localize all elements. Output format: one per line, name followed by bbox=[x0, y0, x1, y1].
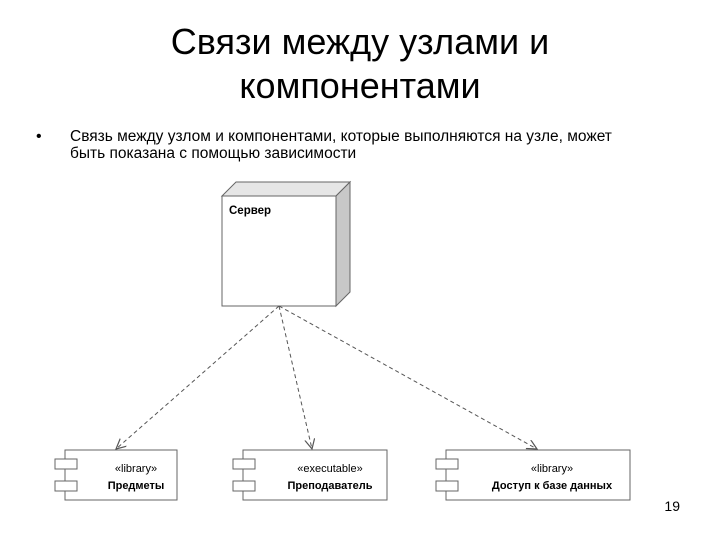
page-number: 19 bbox=[664, 498, 680, 514]
dependency-arrow-3 bbox=[278, 305, 537, 449]
bullet-text: Связь между узлом и компонентами, которы… bbox=[70, 128, 612, 162]
dependency-arrow-1 bbox=[116, 305, 280, 449]
component-2-port-bottom bbox=[232, 480, 256, 492]
component-3-port-top bbox=[435, 458, 459, 470]
component-3-port-bottom bbox=[435, 480, 459, 492]
slide-title: Связи между узлами и компонентами bbox=[60, 20, 660, 108]
bullet-icon: • bbox=[36, 128, 42, 145]
dependencies bbox=[116, 305, 537, 449]
slide-title-line-2: компонентами bbox=[239, 65, 481, 106]
node-top-face bbox=[220, 181, 352, 197]
component-2-port-top bbox=[232, 458, 256, 470]
component-1-body bbox=[64, 449, 178, 501]
component-2-stereotype: «executable» bbox=[297, 463, 362, 475]
node-server: Сервер bbox=[220, 180, 352, 308]
component-3-name: Доступ к базе данных bbox=[492, 480, 613, 492]
node-side-face bbox=[335, 180, 351, 308]
component-1-port-bottom bbox=[54, 480, 78, 492]
component-3-body bbox=[445, 449, 631, 501]
component-1-name: Предметы bbox=[108, 480, 165, 492]
component-1-port-top bbox=[54, 458, 78, 470]
component-2: «executable» Преподаватель bbox=[232, 449, 388, 501]
component-3-stereotype: «library» bbox=[531, 463, 573, 475]
slide-title-line-1: Связи между узлами и bbox=[170, 21, 550, 62]
node-label: Сервер bbox=[229, 205, 271, 217]
component-2-body bbox=[242, 449, 388, 501]
component-1: «library» Предметы bbox=[54, 449, 178, 501]
component-1-stereotype: «library» bbox=[115, 463, 157, 475]
component-2-name: Преподаватель bbox=[287, 480, 372, 492]
component-3: «library» Доступ к базе данных bbox=[435, 449, 631, 501]
dependency-arrow-2 bbox=[278, 305, 312, 449]
